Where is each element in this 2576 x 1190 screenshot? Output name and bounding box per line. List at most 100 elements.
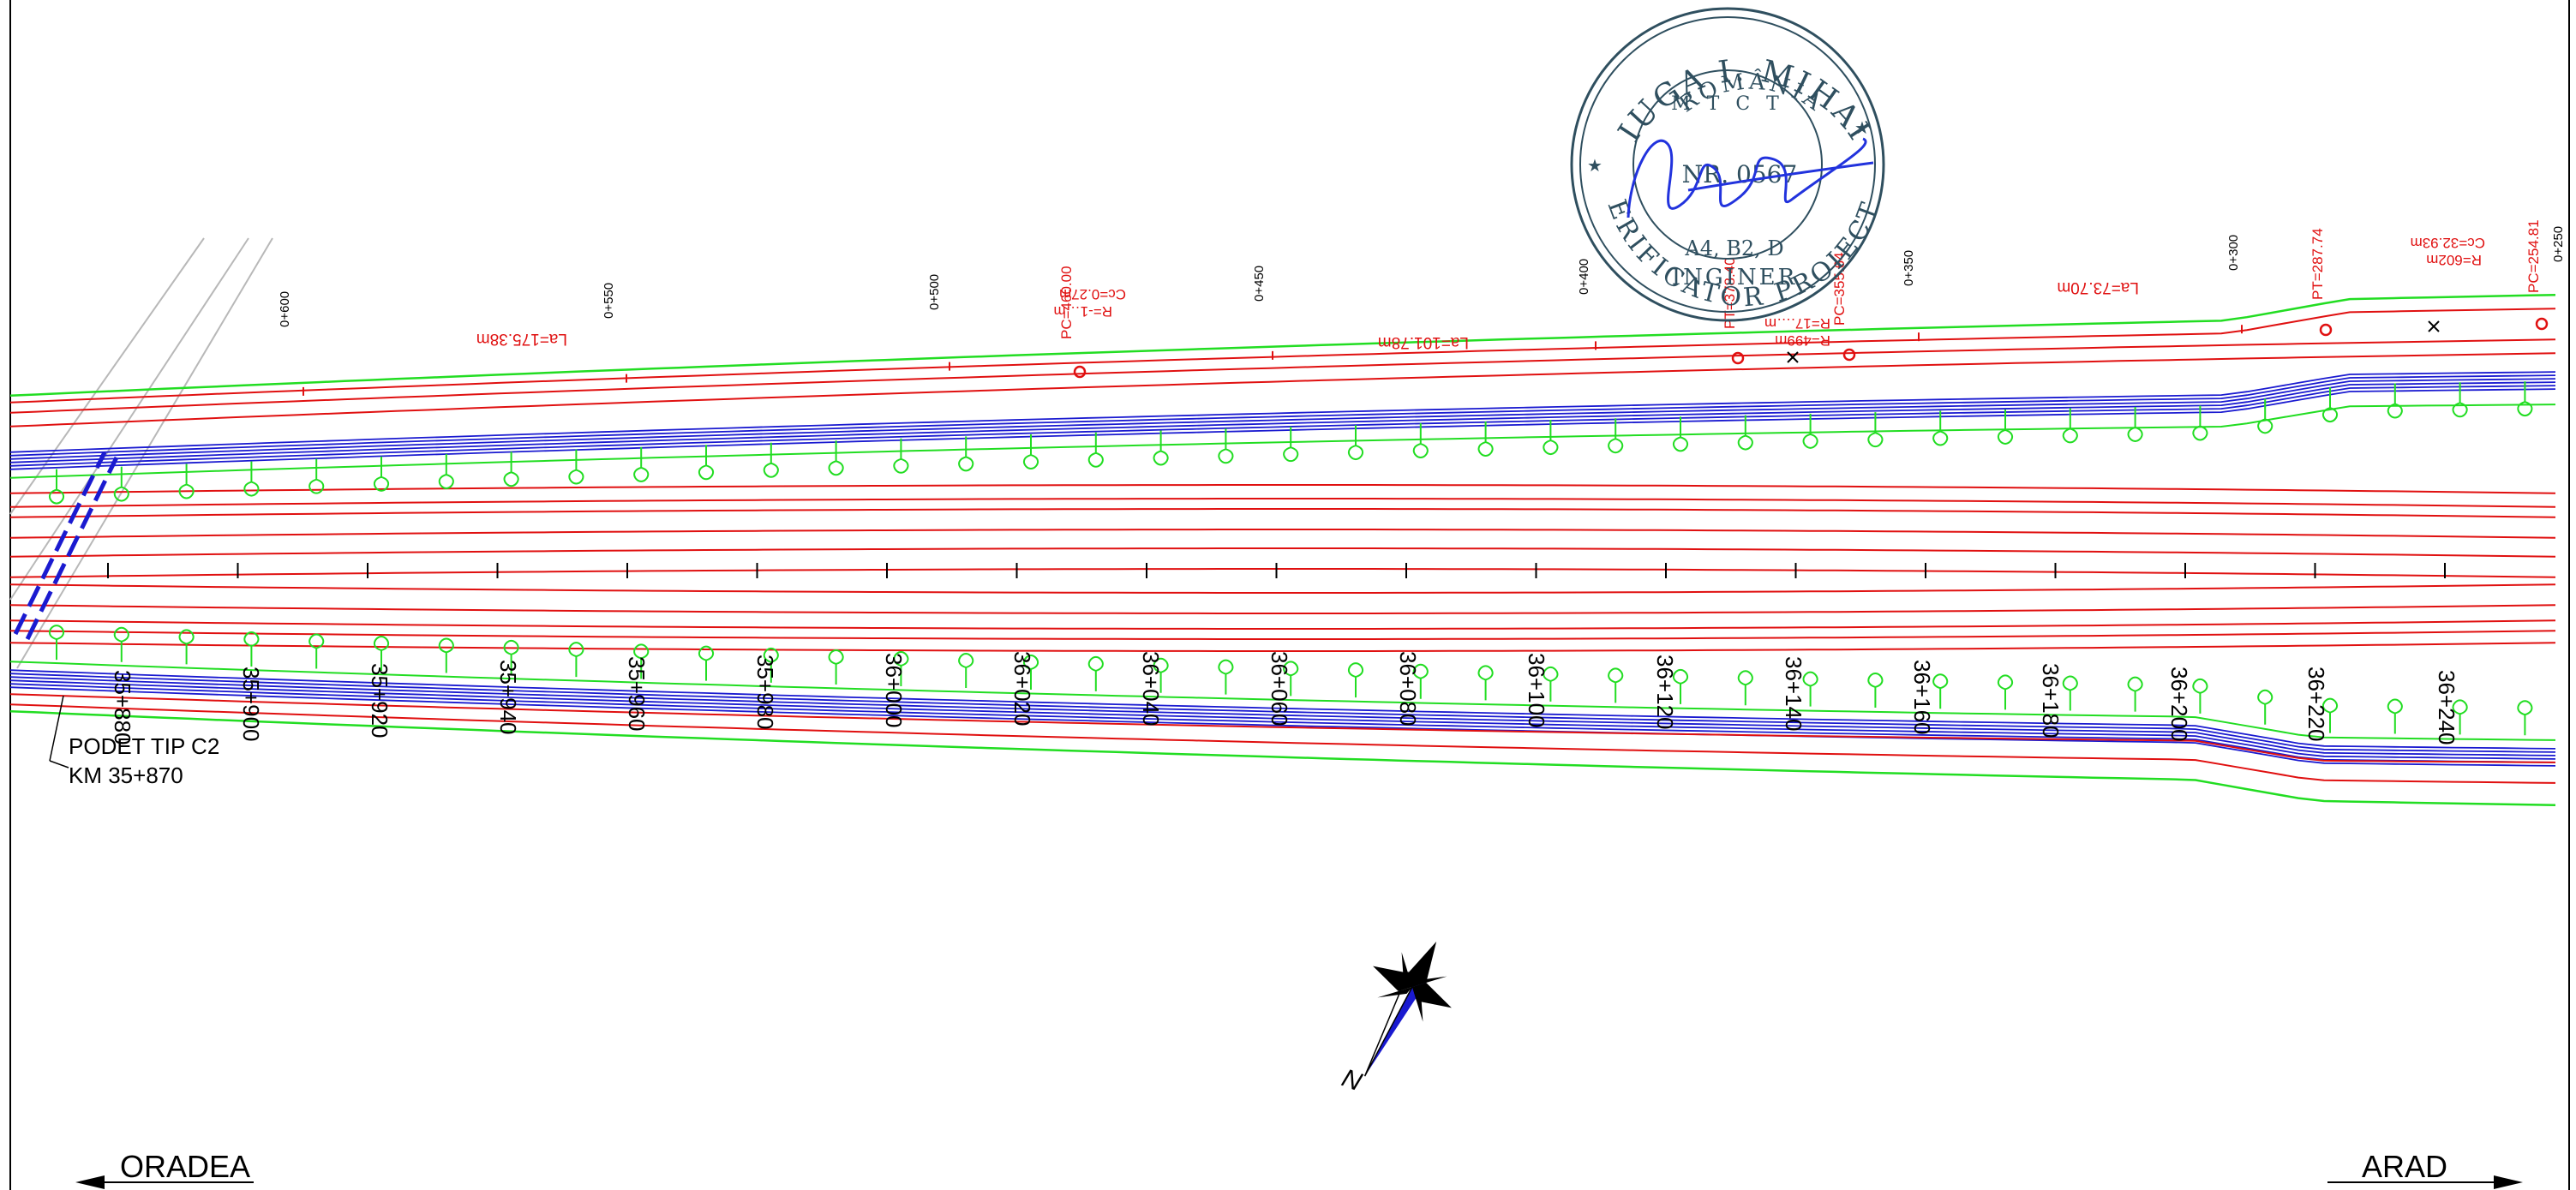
- slope-symbol: [49, 625, 64, 661]
- slope-symbol: [1023, 655, 1039, 691]
- verification-stamp: IUGA I. MIHAI ROMÂNIA M T C T NR. 0567 A…: [0, 0, 1885, 322]
- slope-symbol: [309, 458, 325, 494]
- culvert-km-label: KM 35+870: [69, 762, 183, 788]
- slope-symbol: [374, 636, 389, 672]
- slope-symbol: [49, 469, 64, 505]
- slope-symbol: [1543, 666, 1559, 702]
- upper-ditch-edge: [9, 404, 2556, 479]
- bottom-chainage-label: 36+080: [1395, 651, 1421, 726]
- bottom-chainage-label: 36+160: [1909, 660, 1935, 734]
- alignment-cross-markers: [1787, 320, 2440, 363]
- slope-symbol: [2387, 698, 2403, 734]
- bottom-chainage-label: 36+180: [2038, 663, 2064, 738]
- bottom-chainage-label: 36+140: [1781, 656, 1806, 731]
- slope-symbol: [1737, 415, 1753, 451]
- slope-symbol: [438, 637, 454, 673]
- slope-symbol: [438, 454, 454, 490]
- direction-right-label: ARAD: [2362, 1149, 2447, 1184]
- lower-boundary-line: [9, 703, 2556, 784]
- slope-symbol: [2062, 408, 2078, 444]
- bottom-chainage-label: 35+980: [752, 655, 778, 729]
- slope-symbol: [893, 651, 909, 687]
- lower-boundary-line: [9, 693, 2556, 763]
- slope-symbol: [1087, 655, 1104, 691]
- stamp-star-icon: ★: [1587, 155, 1603, 176]
- curve-label-r: R=17.…m: [1764, 315, 1830, 332]
- slope-symbols: [49, 381, 2533, 736]
- top-chainage-label: 0+600: [278, 291, 292, 327]
- upper-boundary-line: [9, 338, 2556, 414]
- slope-symbol: [1673, 668, 1688, 704]
- slope-symbol: [633, 643, 650, 679]
- slope-symbol: [2322, 697, 2338, 733]
- slope-symbol: [2257, 398, 2273, 434]
- bottom-chainage-label: 35+960: [624, 656, 650, 731]
- lower-ditch-line: [9, 683, 2556, 763]
- road-alignment: [9, 294, 2556, 807]
- slope-symbol: [178, 629, 195, 665]
- curve-label-r: R=-1…m: [1054, 303, 1112, 320]
- slope-symbol: [698, 445, 714, 481]
- direction-arad: ARAD: [2327, 1149, 2523, 1189]
- curve-label-pt: PT=287.74: [2309, 228, 2326, 300]
- slope-symbol: [1802, 671, 1818, 707]
- slope-symbol: [2517, 381, 2533, 417]
- top-chainage-label: 0+300: [2226, 235, 2241, 271]
- bottom-chainage-label: 36+120: [1652, 655, 1678, 729]
- slope-symbol: [503, 451, 519, 487]
- bottom-chainage-labels: 35+880 35+900 35+920 35+940 35+960 35+98…: [110, 651, 2459, 744]
- stamp-star-icon: ★: [1854, 117, 1870, 138]
- slope-symbol: [1348, 662, 1363, 698]
- signature: [1626, 137, 1874, 218]
- slope-symbol: [2192, 405, 2208, 441]
- slope-symbol: [698, 645, 714, 681]
- slope-symbol: [1412, 423, 1429, 459]
- stamp-authority: M T C T: [1671, 93, 1784, 115]
- slope-symbol: [1218, 428, 1234, 464]
- carriageway-line: [9, 508, 2556, 518]
- curve-label-la: La=101.78m: [1378, 333, 1469, 351]
- slope-symbol: [828, 440, 844, 476]
- slope-symbol: [2517, 700, 2533, 736]
- bottom-chainage-label: 36+240: [2434, 670, 2459, 744]
- upper-boundary-line: [9, 352, 2556, 428]
- slope-symbol: [1153, 657, 1169, 693]
- slope-symbol: [1867, 412, 1884, 448]
- bottom-chainage-label: 36+060: [1267, 651, 1292, 726]
- stamp-role: INGINER: [1672, 265, 1797, 290]
- bottom-chainage-label: 36+100: [1524, 653, 1549, 727]
- upper-ditch-line: [9, 385, 2556, 467]
- slope-symbol: [1932, 673, 1949, 709]
- slope-symbol: [568, 642, 584, 678]
- slope-symbol: [1087, 432, 1104, 468]
- slope-symbol: [763, 647, 779, 683]
- north-label: N: [1338, 1064, 1365, 1097]
- slope-symbol: [1023, 434, 1039, 470]
- slope-symbol: [1477, 665, 1494, 701]
- culvert-type-label: PODET TIP C2: [69, 733, 219, 759]
- top-chainage-label: 0+250: [2551, 226, 2566, 262]
- bottom-chainage-label: 35+940: [495, 660, 521, 734]
- slope-symbol: [1283, 661, 1299, 697]
- slope-symbol: [2127, 676, 2143, 712]
- lower-ditch-line: [9, 686, 2556, 767]
- slope-symbol: [1477, 422, 1494, 457]
- slope-symbol: [763, 442, 779, 478]
- upper-ditch-line: [9, 374, 2556, 457]
- stamp-classes: A4, B2, D: [1684, 236, 1783, 260]
- bottom-chainage-label: 36+000: [881, 653, 907, 727]
- top-chainage-label: 0+400: [1577, 259, 1591, 295]
- carriageway-line: [9, 547, 2556, 558]
- carriageway-line: [9, 498, 2556, 508]
- curve-label-cc: Cc=32.93m: [2411, 235, 2485, 251]
- upper-boundary-line: [9, 308, 2556, 404]
- upper-ditch-line: [9, 381, 2556, 463]
- curve-point-marker: [1731, 351, 1745, 365]
- slope-symbol: [178, 463, 195, 499]
- slope-symbol: [2322, 387, 2338, 423]
- slope-symbol: [1998, 674, 2013, 710]
- slope-symbol: [113, 626, 129, 662]
- direction-oradea: ORADEA: [75, 1149, 254, 1189]
- slope-symbol: [1802, 413, 1818, 449]
